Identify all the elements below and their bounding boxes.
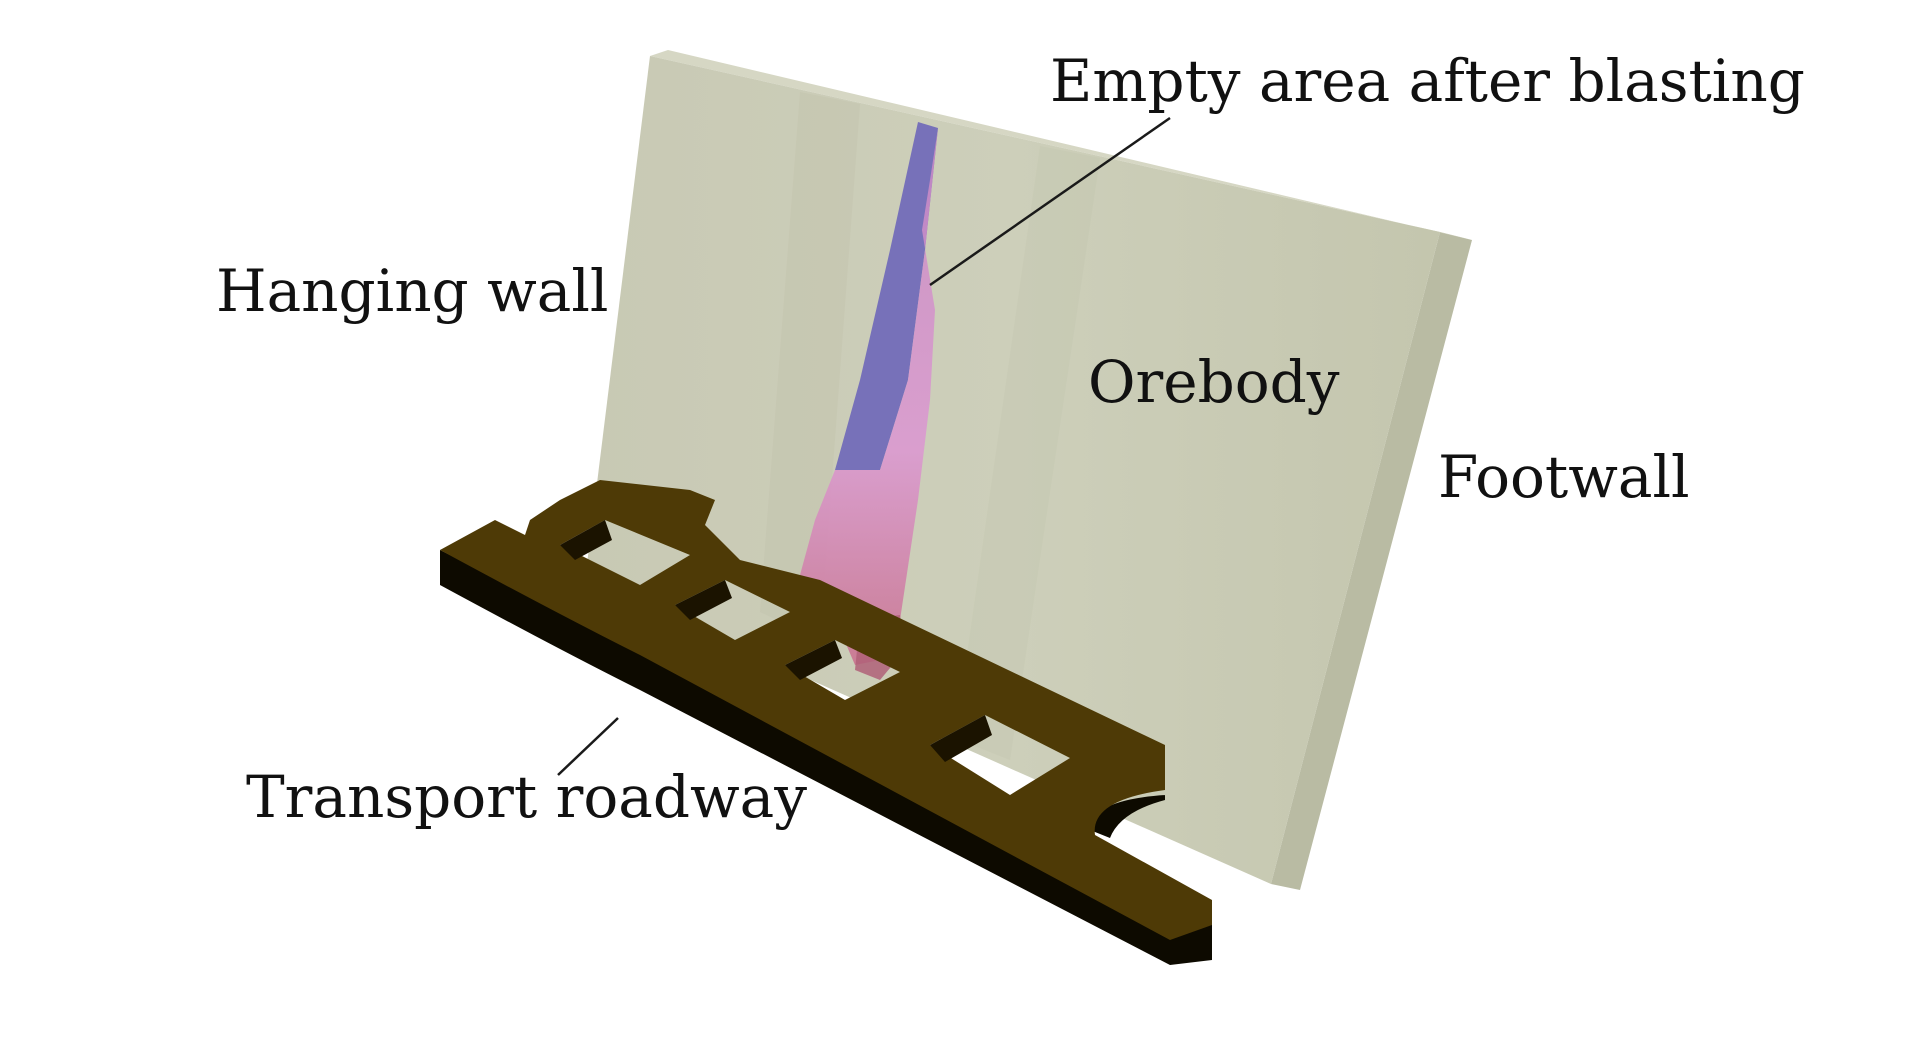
roadway-side-face xyxy=(1090,760,1165,838)
orebody-shade-band xyxy=(955,146,1100,760)
label-transport-roadway: Transport roadway xyxy=(246,763,807,831)
orebody-top-face xyxy=(650,50,1472,240)
label-empty-area: Empty area after blasting xyxy=(1050,47,1805,115)
roadway-opening-wall xyxy=(560,520,612,560)
orebody-side-face xyxy=(1271,232,1472,890)
roadway-opening-wall xyxy=(785,640,842,680)
orebody-front-face xyxy=(585,56,1440,884)
roadway-top-surface xyxy=(440,480,1212,940)
roadway-opening-wall xyxy=(675,580,732,620)
label-orebody: Orebody xyxy=(1088,348,1340,416)
label-hanging-wall: Hanging wall xyxy=(216,257,609,325)
label-footwall: Footwall xyxy=(1438,443,1690,511)
orebody-slab xyxy=(585,50,1472,890)
orebody-shade-band xyxy=(760,92,860,640)
roadway-side-face xyxy=(440,550,1212,965)
leader-line-transport-roadway xyxy=(557,717,619,776)
transport-roadway xyxy=(440,480,1212,965)
leader-line-empty-area xyxy=(929,116,1171,287)
roadway-opening-wall xyxy=(930,715,992,762)
empty-area-blue-face xyxy=(835,122,938,470)
empty-area-pink-face xyxy=(800,128,938,665)
